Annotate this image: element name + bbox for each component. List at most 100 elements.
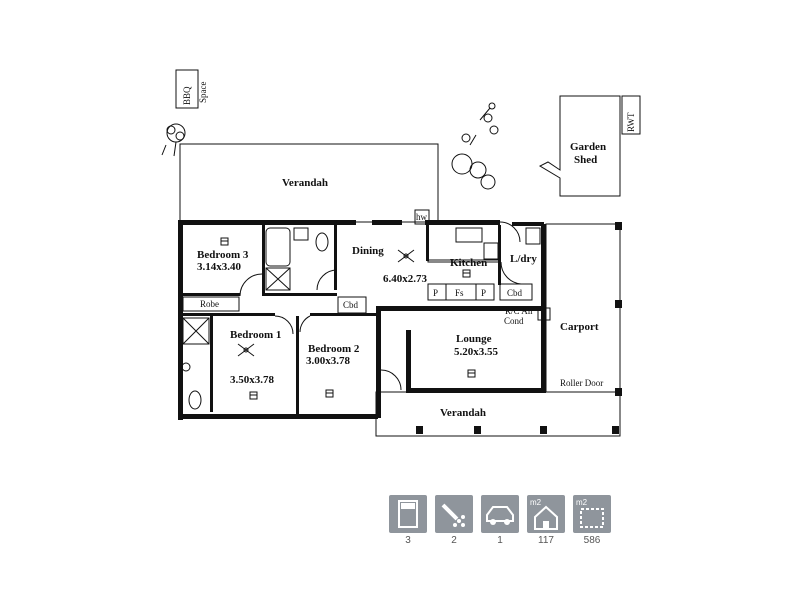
bbq-space-label: Space <box>198 82 208 104</box>
shower-icon <box>435 495 473 533</box>
cbd-left-box <box>337 296 367 314</box>
lounge-label: Lounge <box>456 333 492 345</box>
rwt-box <box>621 95 641 135</box>
exterior-wall <box>178 414 378 419</box>
door-swing <box>380 369 402 391</box>
bedroom2-label: Bedroom 2 <box>308 343 360 355</box>
land-area-feature: m2 586 <box>573 495 611 546</box>
dining-dims: 6.40x2.73 <box>383 273 428 285</box>
shower-base-icon <box>265 267 291 291</box>
exterior-wall <box>376 306 541 311</box>
bathrooms-feature: 2 <box>435 495 473 546</box>
cooktop-icon <box>483 242 499 260</box>
rwt-label: RWT <box>626 112 636 132</box>
exterior-wall <box>178 220 356 225</box>
property-summary: 3 2 1 m2 117 m2 586 <box>389 495 611 546</box>
bedrooms-feature: 3 <box>389 495 427 546</box>
carport-post <box>615 300 622 308</box>
interior-wall <box>498 225 501 285</box>
house-area-icon: m2 <box>527 495 565 533</box>
interior-wall <box>262 293 337 296</box>
interior-wall <box>262 224 265 294</box>
exterior-wall <box>406 388 546 393</box>
vent-icon <box>325 389 334 398</box>
carport-label: Carport <box>560 321 599 333</box>
door-swing <box>500 261 522 285</box>
pantry-box-2 <box>475 283 495 301</box>
land-area-value: 586 <box>583 535 601 546</box>
cbd-right-box <box>499 283 533 301</box>
hot-water-box <box>414 209 430 225</box>
ceiling-fan-icon <box>237 343 255 357</box>
robe-label: Robe <box>200 299 219 309</box>
door-swing <box>316 269 338 291</box>
ensuite-basin-icon <box>181 362 191 372</box>
cbd-right-label: Cbd <box>507 288 523 298</box>
interior-wall <box>310 313 380 316</box>
laundry-tub-icon <box>525 227 541 245</box>
ensuite-shower-icon <box>182 317 210 345</box>
floor-area-feature: m2 117 <box>527 495 565 546</box>
vent-icon <box>467 369 476 378</box>
laundry-label: L/dry <box>510 253 537 265</box>
toilet-icon <box>315 232 329 252</box>
interior-wall <box>180 293 240 296</box>
bathrooms-count: 2 <box>451 535 457 546</box>
ensuite-toilet-icon <box>188 390 202 410</box>
door-swing <box>274 315 294 335</box>
exterior-wall <box>425 220 500 225</box>
fridge-space-label: Fs <box>455 288 464 298</box>
land-area-unit: m2 <box>576 498 588 507</box>
interior-wall <box>296 316 299 416</box>
vent-icon <box>249 391 258 400</box>
cond-label: Cond <box>504 316 524 326</box>
shed-label: Shed <box>574 154 597 166</box>
carport-outline <box>545 223 621 393</box>
interior-wall <box>334 224 337 290</box>
garden-label: Garden <box>570 141 606 153</box>
car-spaces-feature: 1 <box>481 495 519 546</box>
basin-icon <box>293 227 309 241</box>
bedroom2-dims: 3.00x3.78 <box>306 355 351 367</box>
back-verandah-label: Verandah <box>282 177 328 189</box>
pantry-label-1: P <box>433 288 438 298</box>
floor-area-value: 117 <box>538 535 554 546</box>
verandah-post <box>612 426 619 434</box>
interior-wall <box>180 313 275 316</box>
bbq-label: BBQ <box>182 86 192 105</box>
exterior-wall <box>376 310 381 418</box>
bedrooms-count: 3 <box>405 535 411 546</box>
door-swing <box>499 221 521 243</box>
shrub-icon <box>451 102 499 190</box>
bedroom1-label: Bedroom 1 <box>230 329 281 341</box>
vent-icon <box>462 269 471 278</box>
car-spaces-count: 1 <box>497 535 503 546</box>
bbq-space-box <box>175 69 199 109</box>
hw-label: hw <box>416 212 428 222</box>
verandah-post <box>474 426 481 434</box>
interior-wall <box>210 316 213 412</box>
bedroom1-dims: 3.50x3.78 <box>230 374 275 386</box>
tree-icon <box>161 123 186 157</box>
bed-icon <box>389 495 427 533</box>
kitchen-label: Kitchen <box>450 257 487 269</box>
exterior-wall <box>512 222 544 226</box>
cbd-left-label: Cbd <box>343 300 359 310</box>
exterior-wall <box>406 330 411 392</box>
vent-icon <box>220 237 229 246</box>
bathtub-icon <box>265 227 291 267</box>
door-swing <box>299 315 311 333</box>
dining-label: Dining <box>352 245 384 257</box>
air-conditioner-unit <box>537 307 551 321</box>
roller-door-label: Roller Door <box>560 378 603 388</box>
interior-wall <box>426 225 429 261</box>
carport-post <box>615 222 622 230</box>
verandah-post <box>416 426 423 434</box>
car-icon <box>481 495 519 533</box>
exterior-wall <box>178 220 183 420</box>
door-swing <box>239 273 263 297</box>
exterior-wall <box>372 220 402 225</box>
pantry-label-2: P <box>481 288 486 298</box>
garden-shed-outline <box>538 95 621 197</box>
